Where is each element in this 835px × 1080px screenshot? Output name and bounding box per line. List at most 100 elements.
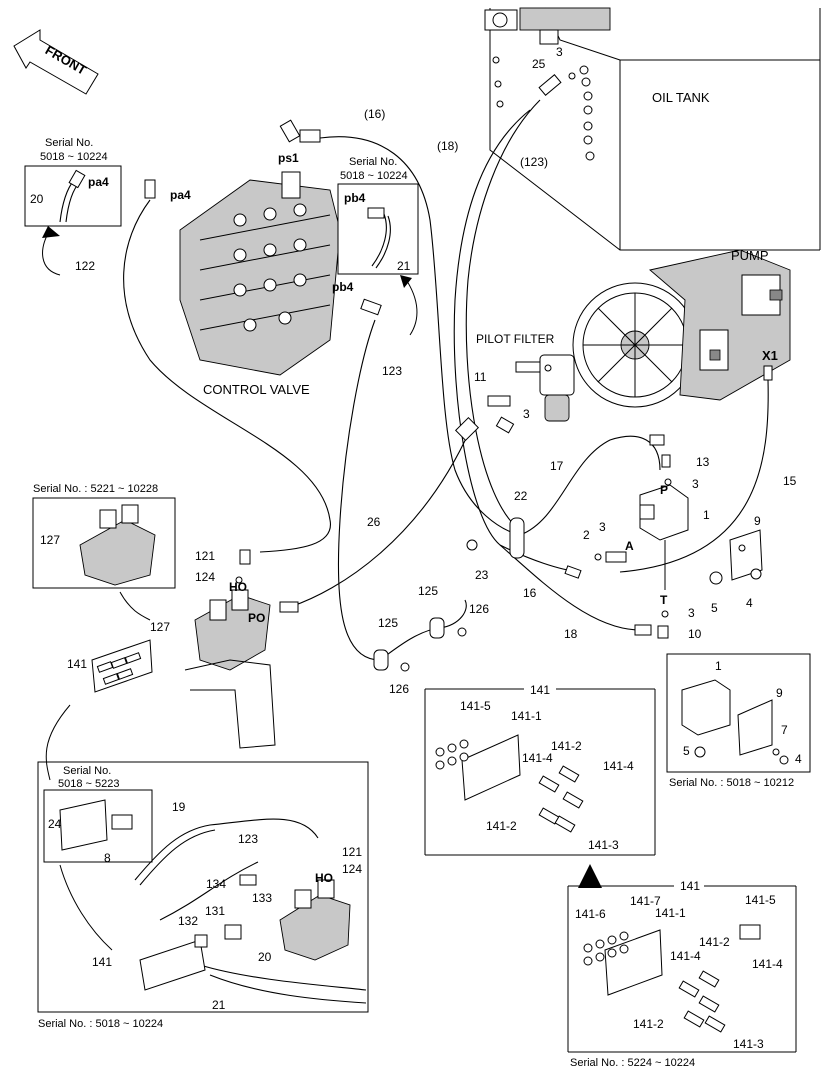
- callout-2: 2: [583, 528, 590, 542]
- control-valve: CONTROL VALVE: [179, 171, 341, 397]
- inset-br-title: 141: [680, 879, 700, 893]
- inset-r5: 5: [683, 744, 690, 758]
- inset-br-141-6: 141-6: [575, 907, 606, 921]
- inset-141-3: 141-3: [588, 838, 619, 852]
- inset-bottom-left: Serial No. 5018 ~ 5223 24 8 19 123 121 1…: [37, 704, 369, 1030]
- inset-141-title: 141: [530, 683, 550, 697]
- port-labels: ps1 pa4 pb4 HO PO: [170, 151, 354, 625]
- callout-1: 1: [703, 508, 710, 522]
- inset-port-pb4: pb4: [344, 191, 366, 205]
- inset-r1: 1: [715, 659, 722, 673]
- inset-r7: 7: [781, 723, 788, 737]
- front-arrow: FRONT: [13, 29, 99, 95]
- oil-tank-label: OIL TANK: [652, 90, 710, 105]
- callout-16p: (16): [364, 107, 385, 121]
- callout-11: 11: [474, 370, 487, 384]
- callout-126-b: 126: [389, 682, 409, 696]
- inset-127-serial: Serial No. : 5221 ~ 10228: [33, 483, 158, 495]
- hoses: [123, 99, 769, 661]
- control-valve-label: CONTROL VALVE: [203, 382, 310, 397]
- inset-141-4b: 141-4: [603, 759, 634, 773]
- inset-br-141-5: 141-5: [745, 893, 776, 907]
- inset-pa4-serial-l2: 5018 ~ 10224: [40, 151, 108, 163]
- callout-124: 124: [195, 570, 215, 584]
- callout-3-p: 3: [692, 477, 699, 491]
- inset-141-4a: 141-4: [522, 751, 553, 765]
- inset-141: 141 141-5 141-1 141-2 141-4 141-4 141-2 …: [424, 683, 656, 888]
- callout-18: 18: [564, 627, 578, 641]
- inset-br-141-7: 141-7: [630, 894, 661, 908]
- callout-9: 9: [754, 514, 761, 528]
- pilot-filter: PILOT FILTER: [476, 332, 575, 422]
- inset-141-1: 141-1: [511, 709, 542, 723]
- callout-22: 22: [514, 489, 528, 503]
- inset-pb4: Serial No. 5018 ~ 10224 pb4 21: [337, 156, 419, 336]
- callout-125-b: 125: [378, 616, 398, 630]
- callout-4: 4: [746, 596, 753, 610]
- inset-bl-c134: 134: [206, 877, 226, 891]
- inset-bottom-right: 141 141-6 141-7 141-1 141-5 141-2 141-4 …: [567, 879, 797, 1069]
- inset-bl-c8: 8: [104, 851, 111, 865]
- inset-pa4: Serial No. 5018 ~ 10224 20 pa4: [24, 137, 122, 276]
- callout-26: 26: [367, 515, 381, 529]
- port-p: P: [660, 483, 668, 497]
- inset-141-2a: 141-2: [551, 739, 582, 753]
- inset-bl-serial-a-l1: Serial No.: [63, 765, 111, 777]
- callout-labels: (16) (18) (123) 3 25 122 123 11 3 17 13 …: [67, 45, 797, 696]
- callout-10: 10: [688, 627, 702, 641]
- oil-tank: OIL TANK: [484, 7, 821, 251]
- inset-bl-c133: 133: [252, 891, 272, 905]
- callout-3-a: 3: [599, 520, 606, 534]
- inset-br-141-4a: 141-4: [670, 949, 701, 963]
- callout-125-a: 125: [418, 584, 438, 598]
- inset-141-2b: 141-2: [486, 819, 517, 833]
- inset-br-141-2b: 141-2: [633, 1017, 664, 1031]
- pilot-filter-label: PILOT FILTER: [476, 332, 555, 346]
- inset-pb4-serial-l1: Serial No.: [349, 156, 397, 168]
- inset-br-141-4b: 141-4: [752, 957, 783, 971]
- inset-br-141-1: 141-1: [655, 906, 686, 920]
- inset-pb4-c21: 21: [397, 259, 411, 273]
- inset-pb4-serial-l2: 5018 ~ 10224: [340, 170, 408, 182]
- inset-bl-c132: 132: [178, 914, 198, 928]
- inset-bl-c20: 20: [258, 950, 272, 964]
- callout-13: 13: [696, 455, 710, 469]
- inset-141-5: 141-5: [460, 699, 491, 713]
- callout-16: 16: [523, 586, 537, 600]
- port-po: PO: [248, 611, 265, 625]
- port-ps1: ps1: [278, 151, 299, 165]
- inset-bl-c21: 21: [212, 998, 226, 1012]
- callout-122: 122: [75, 259, 95, 273]
- callout-3-t: 3: [688, 606, 695, 620]
- inset-r4: 4: [795, 752, 802, 766]
- callout-17: 17: [550, 459, 564, 473]
- callout-3-filter: 3: [523, 407, 530, 421]
- port-x1: X1: [762, 348, 778, 363]
- port-pb4: pb4: [332, 280, 354, 294]
- pump: PUMP X1: [572, 248, 791, 408]
- callout-15: 15: [783, 474, 797, 488]
- inset-r9: 9: [776, 686, 783, 700]
- callout-5: 5: [711, 601, 718, 615]
- inset-bl-c141: 141: [92, 955, 112, 969]
- inset-127-callout: 127: [40, 533, 60, 547]
- inset-vb-serial: Serial No. : 5018 ~ 10212: [669, 777, 794, 789]
- port-t: T: [660, 593, 668, 607]
- inset-br-141-2a: 141-2: [699, 935, 730, 949]
- inset-bl-c19: 19: [172, 800, 186, 814]
- callout-126-a: 126: [469, 602, 489, 616]
- inset-bl-serial-a-l2: 5018 ~ 5223: [58, 778, 119, 790]
- port-ho: HO: [229, 580, 247, 594]
- inset-br-serial: Serial No. : 5224 ~ 10224: [570, 1057, 695, 1069]
- inset-bl-c121: 121: [342, 845, 362, 859]
- inset-bl-c124: 124: [342, 862, 362, 876]
- callout-23: 23: [475, 568, 489, 582]
- inset-bl-c24: 24: [48, 817, 62, 831]
- callout-25: 25: [532, 57, 546, 71]
- port-pa4: pa4: [170, 188, 191, 202]
- callout-123p: (123): [520, 155, 548, 169]
- inset-bl-serial-b: Serial No. : 5018 ~ 10224: [38, 1018, 163, 1030]
- inset-bl-ho: HO: [315, 871, 333, 885]
- fittings: P A T: [91, 72, 763, 749]
